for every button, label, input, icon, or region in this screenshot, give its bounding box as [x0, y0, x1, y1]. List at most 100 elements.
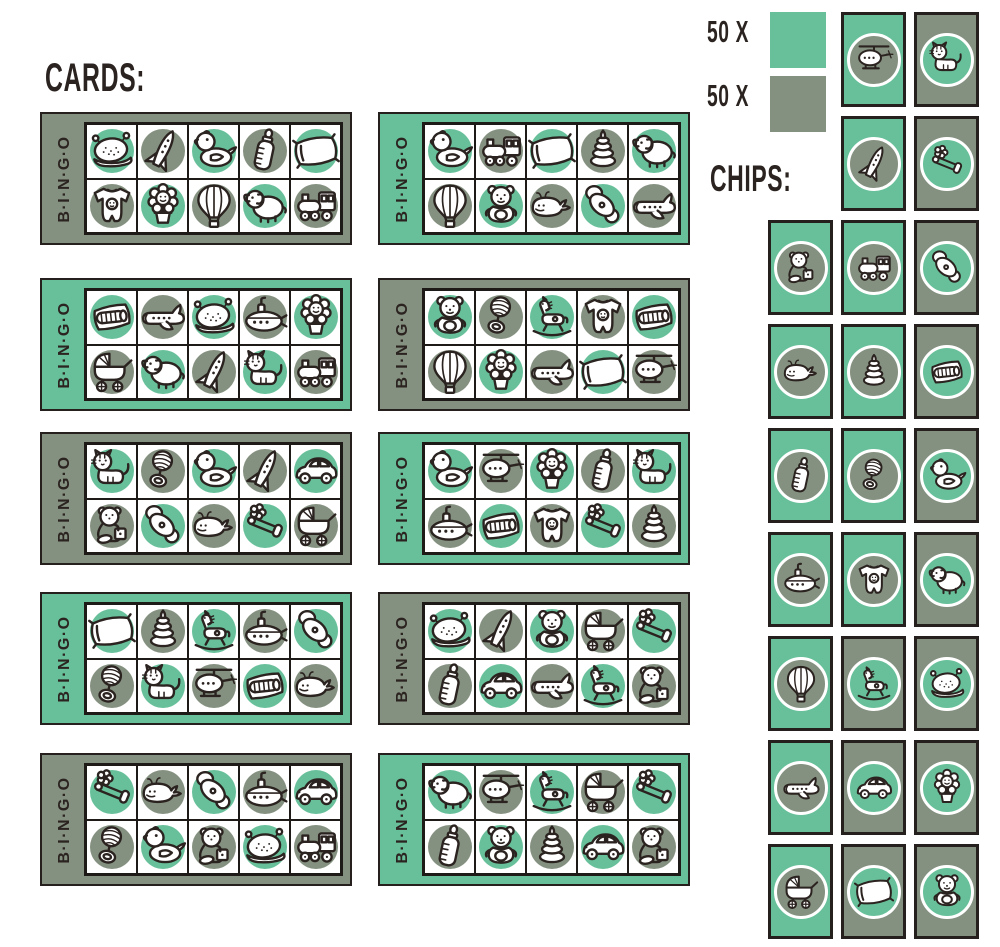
safety-pin-icon [931, 144, 962, 174]
chip-diaper [914, 324, 979, 419]
card-cell-helicopter [188, 658, 239, 713]
chip-teddy-bear [914, 844, 979, 939]
duck-icon [929, 457, 966, 490]
card-cell-diaper [628, 290, 679, 345]
card-cell-safety-pin [628, 765, 679, 820]
bingo-text: B·I·N·G·O [394, 134, 411, 223]
chip-bear-with-block [768, 220, 833, 315]
elephant-icon [140, 355, 185, 390]
stacking-rings-icon [149, 609, 176, 648]
cards-heading: CARDS: [45, 56, 146, 100]
card-cell-duck [137, 819, 188, 874]
chip-circle [919, 136, 974, 191]
card-cell-rocking-horse [526, 765, 577, 820]
cat-icon [928, 40, 962, 71]
chip-bottle [768, 428, 833, 523]
hot-air-balloon-icon [432, 350, 467, 394]
card-cell-rattle [86, 819, 137, 874]
car-icon [480, 672, 523, 700]
card-cell-sleeping-baby [239, 819, 290, 874]
car-icon [856, 775, 892, 799]
helicopter-icon [194, 668, 237, 697]
stacking-rings-icon [862, 353, 885, 386]
card-cell-rocket [137, 124, 188, 179]
whale-icon [142, 777, 182, 804]
helicopter-icon [634, 354, 677, 383]
card-cell-teddy-bear [526, 604, 577, 659]
chip-rocking-horse [841, 636, 906, 731]
card-cell-pram [577, 604, 628, 659]
safety-pin-icon [584, 502, 621, 538]
chip-pram [768, 844, 833, 939]
bottle-icon [438, 663, 460, 706]
bingo-card-6: B·I·N·G·O [378, 432, 690, 565]
card-cell-bear-with-block [188, 819, 239, 874]
submarine-icon [244, 771, 288, 807]
chip-elephant [914, 532, 979, 627]
rocket-icon [245, 450, 276, 493]
teddy-bear-icon [932, 873, 961, 906]
chip-airplane [768, 740, 833, 835]
teddy-bear-icon [535, 610, 568, 649]
card-grid [84, 763, 343, 876]
bingo-card-2: B·I·N·G·O [378, 112, 690, 245]
card-grid [84, 442, 343, 555]
onesie-icon [93, 187, 130, 223]
diaper-icon [634, 303, 673, 331]
sage-color-swatch [770, 76, 826, 132]
card-cell-car [290, 444, 341, 499]
card-cell-train [475, 124, 526, 179]
rattle-icon [97, 664, 122, 703]
car-icon [582, 833, 625, 861]
card-grid [84, 122, 343, 235]
card-cell-duck [424, 124, 475, 179]
pram-icon [584, 611, 623, 652]
card-cell-pillow [577, 344, 628, 399]
pram-icon [584, 772, 623, 813]
card-cell-train [290, 344, 341, 399]
bingo-text: B·I·N·G·O [56, 134, 73, 223]
card-cell-whale [290, 658, 341, 713]
pacifier-icon [144, 504, 180, 544]
card-cell-bear-with-block [86, 498, 137, 553]
flower-icon [146, 182, 179, 224]
rocket-icon [143, 130, 174, 173]
diaper-icon [481, 512, 520, 540]
bingo-text: B·I·N·G·O [394, 775, 411, 864]
bingo-text: B·I·N·G·O [56, 614, 73, 703]
card-grid [84, 602, 343, 715]
chip-circle [773, 344, 828, 399]
chip-safety-pin [914, 116, 979, 211]
car-icon [295, 778, 338, 806]
card-grid [84, 288, 343, 401]
safety-pin-icon [246, 502, 283, 538]
bingo-vertical-label: B·I·N·G·O [46, 442, 84, 555]
teddy-bear-icon [484, 184, 517, 223]
card-cell-elephant [628, 124, 679, 179]
submarine-icon [783, 562, 820, 592]
car-icon [295, 457, 338, 485]
card-cell-elephant [424, 765, 475, 820]
cat-icon [141, 663, 180, 699]
card-cell-airplane [628, 178, 679, 233]
card-cell-airplane [137, 290, 188, 345]
card-cell-flower [475, 344, 526, 399]
rocking-horse-icon [194, 610, 233, 651]
airplane-icon [141, 304, 185, 331]
card-cell-pillow [86, 604, 137, 659]
bottle-icon [438, 824, 460, 867]
pacifier-icon [931, 249, 961, 283]
rattle-icon [97, 825, 122, 864]
card-cell-cat [86, 444, 137, 499]
chip-train [841, 220, 906, 315]
rocket-icon [481, 610, 512, 653]
chip-onesie [841, 532, 906, 627]
card-cell-sleeping-baby [86, 124, 137, 179]
diaper-icon [92, 303, 131, 331]
card-cell-rocking-horse [526, 290, 577, 345]
submarine-icon [429, 505, 473, 541]
train-icon [481, 136, 521, 168]
airplane-icon [530, 358, 574, 386]
card-grid [422, 442, 681, 555]
flower-icon [535, 448, 568, 490]
